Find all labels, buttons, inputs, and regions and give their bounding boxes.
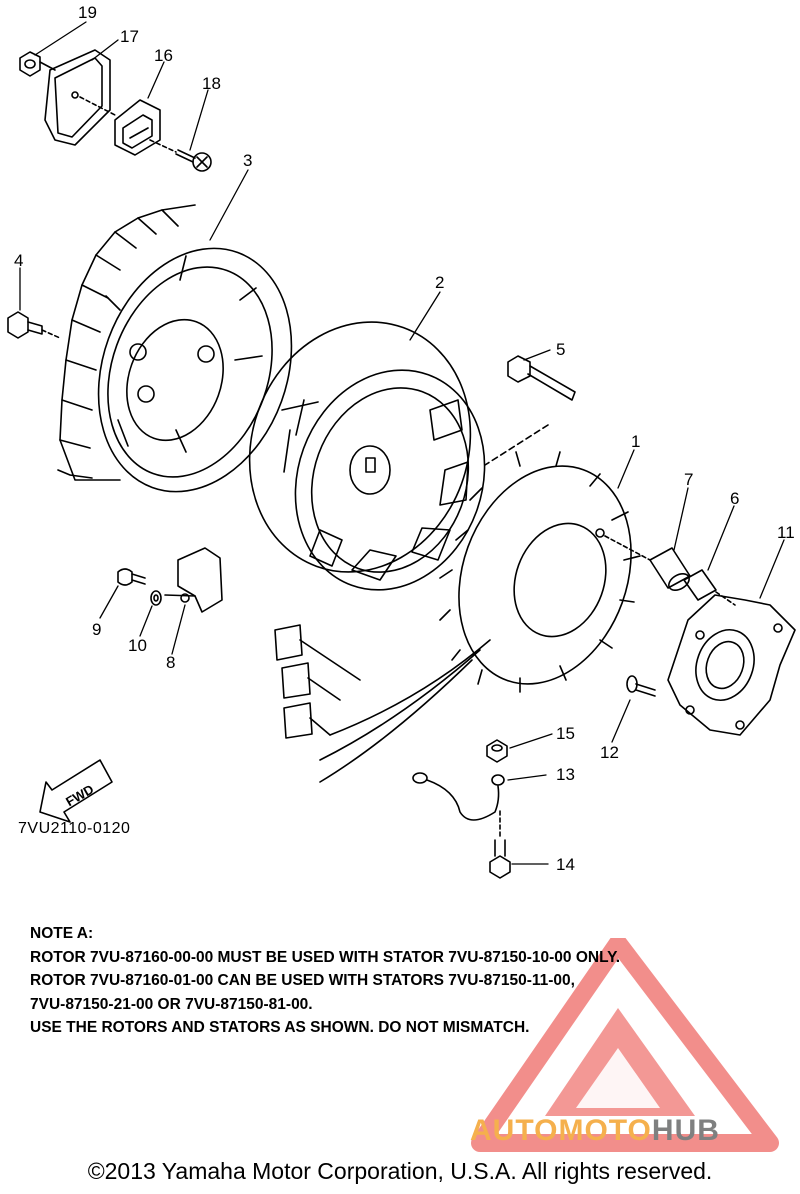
note-title: NOTE A: bbox=[30, 925, 94, 942]
part-2-rotor bbox=[248, 321, 486, 591]
copyright-footer: ©2013 Yamaha Motor Corporation, U.S.A. A… bbox=[87, 1158, 713, 1184]
fwd-label: FWD bbox=[63, 781, 96, 809]
callout-9: 9 bbox=[92, 620, 101, 639]
callout-15: 15 bbox=[556, 724, 575, 743]
watermark-text: AUTOMOTOHUB bbox=[470, 1114, 720, 1148]
part-1-stator bbox=[319, 451, 651, 783]
callout-numbers: 1 2 3 4 5 6 7 8 9 10 11 12 13 14 15 16 1… bbox=[14, 3, 795, 874]
callout-2: 2 bbox=[435, 273, 444, 292]
callout-1: 1 bbox=[631, 432, 640, 451]
fwd-arrow-icon bbox=[39, 759, 113, 823]
callout-11: 11 bbox=[777, 523, 795, 542]
note-block: NOTE A: ROTOR 7VU-87160-00-00 MUST BE US… bbox=[30, 922, 790, 1040]
leader-lines bbox=[19, 21, 785, 865]
callout-8: 8 bbox=[166, 653, 175, 672]
watermark-text-part1: AUTOMOTO bbox=[470, 1114, 652, 1147]
part-17-bracket bbox=[44, 49, 116, 146]
part-14-bolt bbox=[489, 809, 511, 879]
part-15-nut bbox=[486, 739, 508, 763]
watermark-text-part2: HUB bbox=[651, 1114, 720, 1147]
callout-3: 3 bbox=[243, 151, 252, 170]
callout-7: 7 bbox=[684, 470, 693, 489]
callout-14: 14 bbox=[556, 855, 575, 874]
part-11-bracket bbox=[667, 594, 796, 736]
part-4-bolt bbox=[7, 311, 61, 339]
callout-5: 5 bbox=[556, 340, 565, 359]
note-line: ROTOR 7VU-87160-01-00 CAN BE USED WITH S… bbox=[30, 972, 575, 989]
part-12-screw bbox=[626, 675, 656, 697]
part-6-collar bbox=[683, 569, 736, 606]
callout-10: 10 bbox=[128, 636, 147, 655]
part-10-washer bbox=[150, 590, 162, 606]
part-3-fan bbox=[57, 204, 293, 493]
part-8-bracket bbox=[164, 547, 223, 613]
callout-13: 13 bbox=[556, 765, 575, 784]
part-5-bolt bbox=[484, 355, 576, 466]
part-9-bolt bbox=[117, 568, 146, 586]
callout-19: 19 bbox=[78, 3, 97, 22]
part-18-screw bbox=[149, 139, 212, 172]
part-16-holder bbox=[114, 99, 161, 156]
watermark-logo-icon bbox=[471, 938, 779, 1152]
callout-17: 17 bbox=[120, 27, 139, 46]
stator-connectors bbox=[274, 624, 361, 739]
callout-6: 6 bbox=[730, 489, 739, 508]
note-line: ROTOR 7VU-87160-00-00 MUST BE USED WITH … bbox=[30, 948, 621, 966]
callout-16: 16 bbox=[154, 46, 173, 65]
callout-4: 4 bbox=[14, 251, 23, 270]
note-line: USE THE ROTORS AND STATORS AS SHOWN. DO … bbox=[30, 1019, 530, 1036]
diagram-code: 7VU2110-0120 bbox=[18, 820, 131, 837]
note-line: 7VU-87150-21-00 OR 7VU-87150-81-00. bbox=[30, 995, 313, 1013]
callout-12: 12 bbox=[600, 743, 619, 762]
callout-18: 18 bbox=[202, 74, 221, 93]
part-13-ground-lead bbox=[412, 772, 505, 821]
part-7-spacer bbox=[649, 547, 691, 591]
